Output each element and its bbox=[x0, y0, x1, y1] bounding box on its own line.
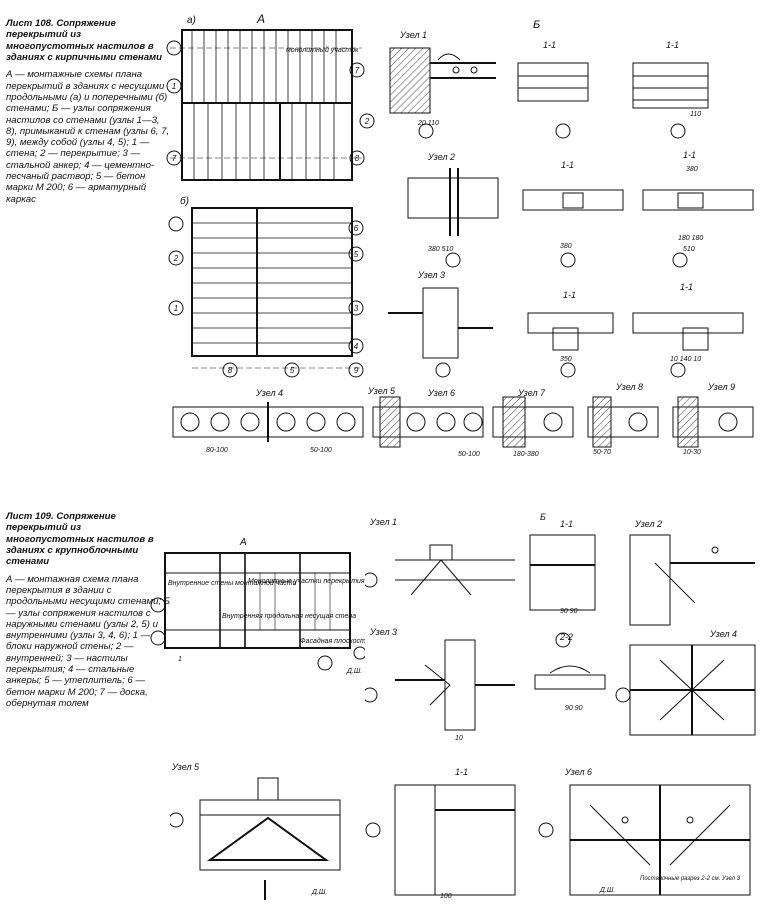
grid-num: 7 bbox=[172, 154, 177, 163]
grid-num: 2 bbox=[364, 117, 370, 126]
sheet-109-title: Лист 109. Сопряжение перекрытий из много… bbox=[6, 511, 154, 568]
grid-num: 5 bbox=[290, 366, 295, 375]
grid-num: 8 bbox=[228, 366, 233, 375]
uzel-4-label: Узел 4 bbox=[709, 629, 737, 639]
nodes-strip-108: Узел 4 Узел 5 Узел 6 Узел 7 Узел 8 Узел … bbox=[172, 382, 754, 458]
uzel-3-label: Узел 3 bbox=[369, 627, 397, 637]
dim-text: 20 110 bbox=[417, 120, 439, 127]
uzel-1-label: Узел 1 bbox=[399, 30, 427, 40]
dim-text: 10 bbox=[455, 735, 463, 742]
label-A-109: А bbox=[239, 537, 247, 548]
dim-text: 380 bbox=[560, 243, 572, 250]
nodes-109: Узел 1 Б 1-1 Узел 2 Узел 3 2-2 Узел 4 90… bbox=[365, 512, 756, 742]
uzel-5-label: Узел 5 bbox=[171, 762, 200, 772]
plan-a-109: А Внутренние стены монтажной части Монол… bbox=[150, 537, 365, 675]
nodes-108: Узел 1 Б 1-1 1-1 20 110 110 Узел 2 1-1 1… bbox=[388, 19, 754, 378]
dim-text: 380 510 bbox=[428, 246, 453, 253]
grid-num: 1 bbox=[172, 82, 176, 91]
dim-text: 90 90 bbox=[560, 608, 578, 615]
plan-a-108: 1 7 7 2 8 2 1 6 5 3 4 8 5 9 а) А б) моно… bbox=[166, 12, 375, 378]
sheet-109-legend: А — монтажная схема плана перекрытия в з… bbox=[6, 573, 171, 709]
section-2-2: 2-2 bbox=[559, 632, 573, 642]
dim-text: 50-70 bbox=[593, 449, 611, 456]
uzel-4-label: Узел 4 bbox=[255, 388, 283, 398]
dim-text: 80-100 bbox=[206, 447, 228, 454]
dim-text: 110 bbox=[690, 111, 701, 118]
label-A: А bbox=[256, 12, 265, 26]
monolith-note: монолитный участок bbox=[286, 46, 359, 54]
nodes-lower-109: Узел 5 1-1 Узел 6 100 Д.Ш. Поставочные р… bbox=[170, 762, 751, 900]
grid-num: 2 bbox=[173, 254, 179, 263]
grid-num: 5 bbox=[354, 250, 359, 259]
grid-num: 7 bbox=[355, 66, 360, 75]
dim-text: 350 bbox=[560, 356, 572, 363]
label-B: Б bbox=[533, 19, 540, 31]
uzel-2-label: Узел 2 bbox=[427, 152, 455, 162]
grid-num: 9 bbox=[354, 366, 359, 375]
section-1-1: 1-1 bbox=[560, 519, 573, 529]
dim-text: 180-380 bbox=[513, 451, 539, 458]
grid-num: 3 bbox=[354, 304, 359, 313]
sheet-108-title: Лист 108. Сопряжение перекрытий из много… bbox=[6, 18, 163, 63]
dim-text: 10-30 bbox=[683, 449, 701, 456]
dim-text: 50-100 bbox=[310, 447, 332, 454]
sheet-108-legend: А — монтажные схемы плана перекрытий в з… bbox=[6, 69, 170, 205]
dim-text: 510 bbox=[683, 246, 695, 253]
note-facade: Фасадная плоскость bbox=[300, 637, 365, 645]
section-1-1: 1-1 bbox=[563, 290, 576, 300]
sheet-108-caption: Лист 108. Сопряжение перекрытий из много… bbox=[6, 18, 171, 205]
sheet-109-caption: Лист 109. Сопряжение перекрытий из много… bbox=[6, 511, 171, 709]
section-1-1: 1-1 bbox=[455, 767, 468, 777]
dim-text: 180 180 bbox=[678, 235, 703, 242]
label-b-lower: б) bbox=[180, 195, 189, 207]
sheet-109: Лист 109. Сопряжение перекрытий из много… bbox=[0, 505, 768, 904]
uzel-3-label: Узел 3 bbox=[417, 270, 445, 280]
label-dsh: Д.Ш. bbox=[311, 889, 327, 896]
section-1-1: 1-1 bbox=[680, 282, 693, 292]
note-monolith: Монолитные участки перекрытия bbox=[248, 578, 365, 585]
sheet-108: Лист 108. Сопряжение перекрытий из много… bbox=[6, 12, 754, 458]
dim-text: 10 140 10 bbox=[670, 356, 701, 363]
grid-num: 1 bbox=[174, 304, 178, 313]
uzel-5-label: Узел 5 bbox=[367, 386, 396, 396]
uzel-9-label: Узел 9 bbox=[707, 382, 735, 392]
uzel-2-label: Узел 2 bbox=[634, 519, 662, 529]
dim-text: 100 bbox=[440, 893, 452, 900]
grid-num: 1 bbox=[178, 656, 182, 663]
uzel-6-label: Узел 6 bbox=[564, 767, 592, 777]
dim-text: 380 bbox=[686, 166, 698, 173]
uzel-1-label: Узел 1 bbox=[369, 517, 397, 527]
uzel-7-label: Узел 7 bbox=[517, 388, 546, 398]
note-section-ref: Поставочные разрез 2-2 см. Узел 3 bbox=[640, 876, 741, 882]
section-1-1: 1-1 bbox=[543, 40, 556, 50]
uzel-6-label: Узел 6 bbox=[427, 388, 455, 398]
uzel-8-label: Узел 8 bbox=[615, 382, 643, 392]
label-a-lower: а) bbox=[187, 15, 196, 26]
label-B-109: Б bbox=[540, 512, 546, 522]
grid-num: 8 bbox=[355, 154, 360, 163]
label-dsh: Д.Ш. bbox=[346, 668, 362, 675]
label-dsh: Д.Ш. bbox=[599, 887, 615, 894]
note-inner-walls: Внутренние стены монтажной части bbox=[168, 579, 297, 587]
grid-num: 6 bbox=[354, 224, 359, 233]
grid-num: 4 bbox=[354, 342, 359, 351]
note-bearing: Внутренняя продольная несущая стена bbox=[222, 612, 356, 620]
section-1-1: 1-1 bbox=[683, 150, 696, 160]
section-1-1: 1-1 bbox=[561, 160, 574, 170]
dim-text: 90 90 bbox=[565, 705, 583, 712]
dim-text: 50-100 bbox=[458, 451, 480, 458]
section-1-1: 1-1 bbox=[666, 40, 679, 50]
